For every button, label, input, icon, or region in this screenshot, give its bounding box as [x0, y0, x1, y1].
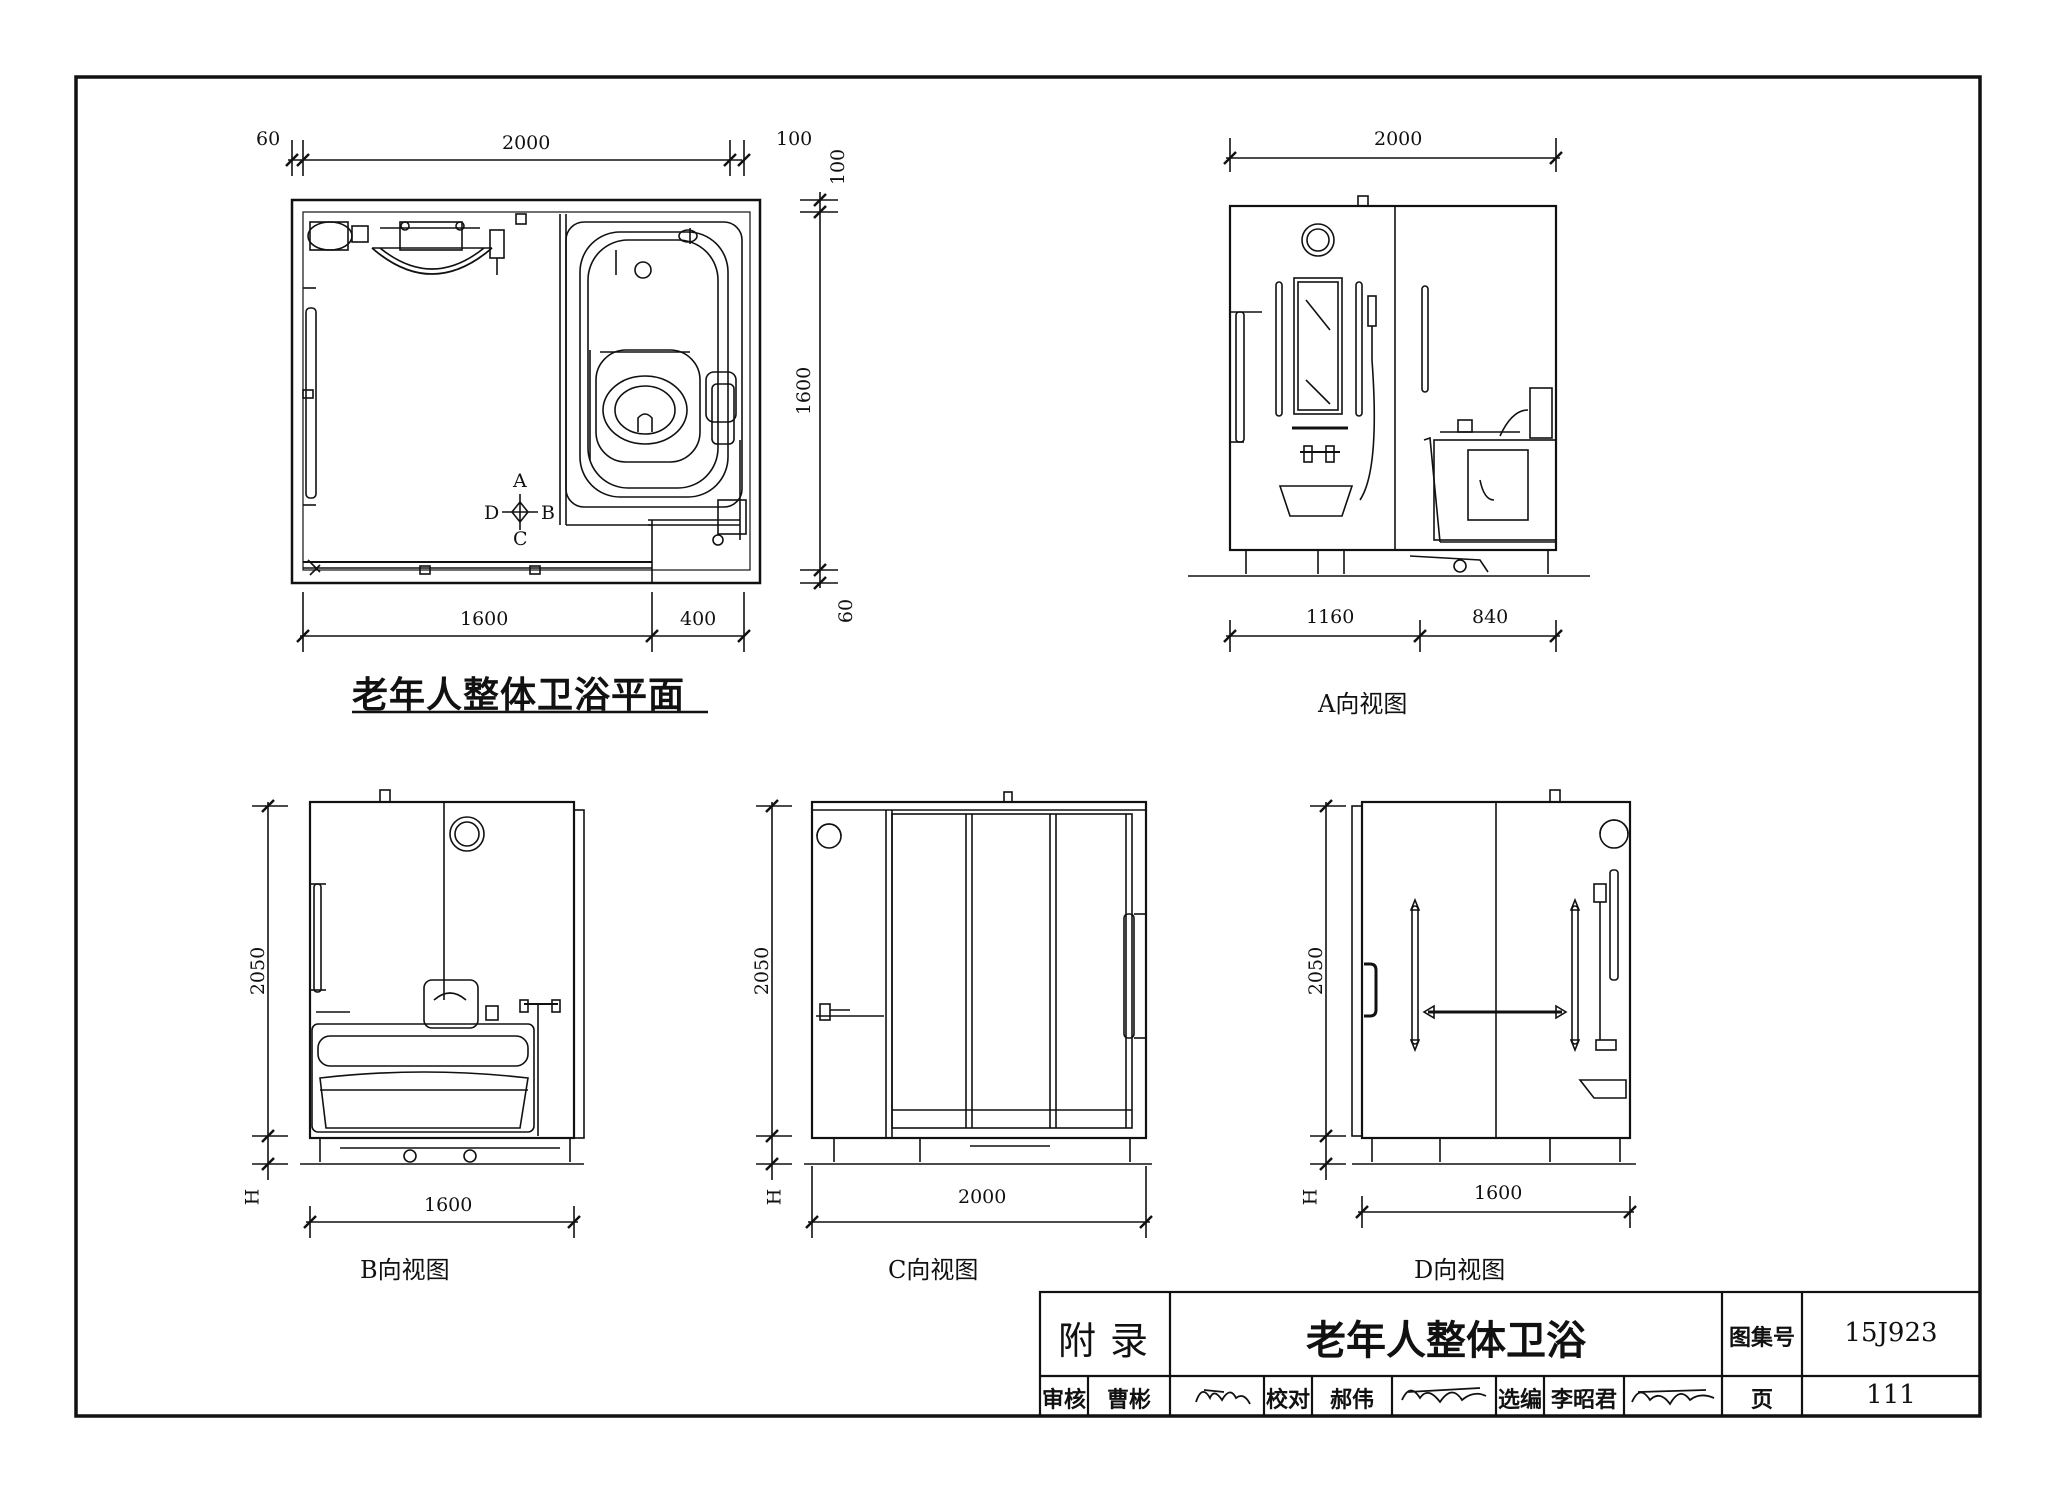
plan-dim-bottom-left: 1600 [460, 608, 509, 630]
view-b-title: B向视图 [360, 1256, 450, 1284]
view-d-title: D向视图 [1414, 1256, 1506, 1284]
view-b-dim-height: 2050 [247, 946, 270, 996]
plan-dim-top-right: 100 [776, 128, 813, 150]
view-c-dim-h: H [763, 1188, 786, 1206]
title-block-checker: 郝伟 [1329, 1388, 1374, 1413]
direction-compass [502, 494, 538, 530]
plan-dim-right-top: 100 [827, 148, 850, 186]
plan-dim-right-bottom: 60 [835, 598, 858, 624]
view-d-dim-h: H [1299, 1188, 1322, 1206]
view-a-title: A向视图 [1318, 690, 1408, 718]
signature-reviewer [1195, 1389, 1251, 1405]
view-b-dim-h: H [241, 1188, 264, 1206]
view-d-dim-height: 2050 [1305, 946, 1328, 996]
title-block-check-label: 校对 [1265, 1388, 1310, 1413]
view-c-dim-width: 2000 [958, 1186, 1007, 1208]
title-block-reviewer: 曹彬 [1106, 1388, 1151, 1413]
view-a [1188, 138, 1590, 652]
plan-dim-top-width: 2000 [502, 132, 551, 154]
plan-title: 老年人整体卫浴平面 [352, 675, 686, 716]
title-block-editor: 李昭君 [1550, 1388, 1617, 1413]
view-d-dim-width: 1600 [1474, 1182, 1523, 1204]
compass-label-b: B [541, 502, 555, 524]
plan-view [285, 140, 838, 714]
title-block-section: 附录 [1057, 1319, 1162, 1363]
title-block-review-label: 审核 [1041, 1388, 1086, 1413]
view-d [1310, 789, 1637, 1228]
plan-dim-top-left: 60 [256, 128, 281, 150]
compass-label-c: C [513, 528, 528, 550]
title-block-atlas-label: 图集号 [1728, 1326, 1795, 1351]
view-a-dim-bottom-right: 840 [1472, 606, 1509, 628]
view-c-title: C向视图 [888, 1256, 979, 1284]
signature-checker [1401, 1387, 1487, 1404]
title-block-atlas-no: 15J923 [1844, 1318, 1938, 1348]
drawing-frame [74, 75, 1982, 1418]
view-a-dim-bottom-left: 1160 [1306, 606, 1355, 628]
compass-label-a: A [513, 470, 527, 492]
view-b [252, 789, 585, 1238]
view-a-dim-top: 2000 [1374, 128, 1423, 150]
plan-dim-right-depth: 1600 [793, 366, 816, 416]
title-block-page-no: 111 [1866, 1380, 1916, 1410]
plan-dim-bottom-right: 400 [680, 608, 717, 630]
title-block-drawing-title: 老年人整体卫浴 [1306, 1318, 1586, 1364]
view-b-dim-width: 1600 [424, 1194, 473, 1216]
view-c-dim-height: 2050 [751, 946, 774, 996]
title-block-lines [1038, 1290, 1982, 1418]
signature-editor [1631, 1389, 1715, 1406]
title-block-page-label: 页 [1750, 1388, 1773, 1413]
view-c [756, 791, 1153, 1238]
compass-label-d: D [484, 502, 500, 524]
title-block-editor-label: 选编 [1497, 1388, 1542, 1413]
